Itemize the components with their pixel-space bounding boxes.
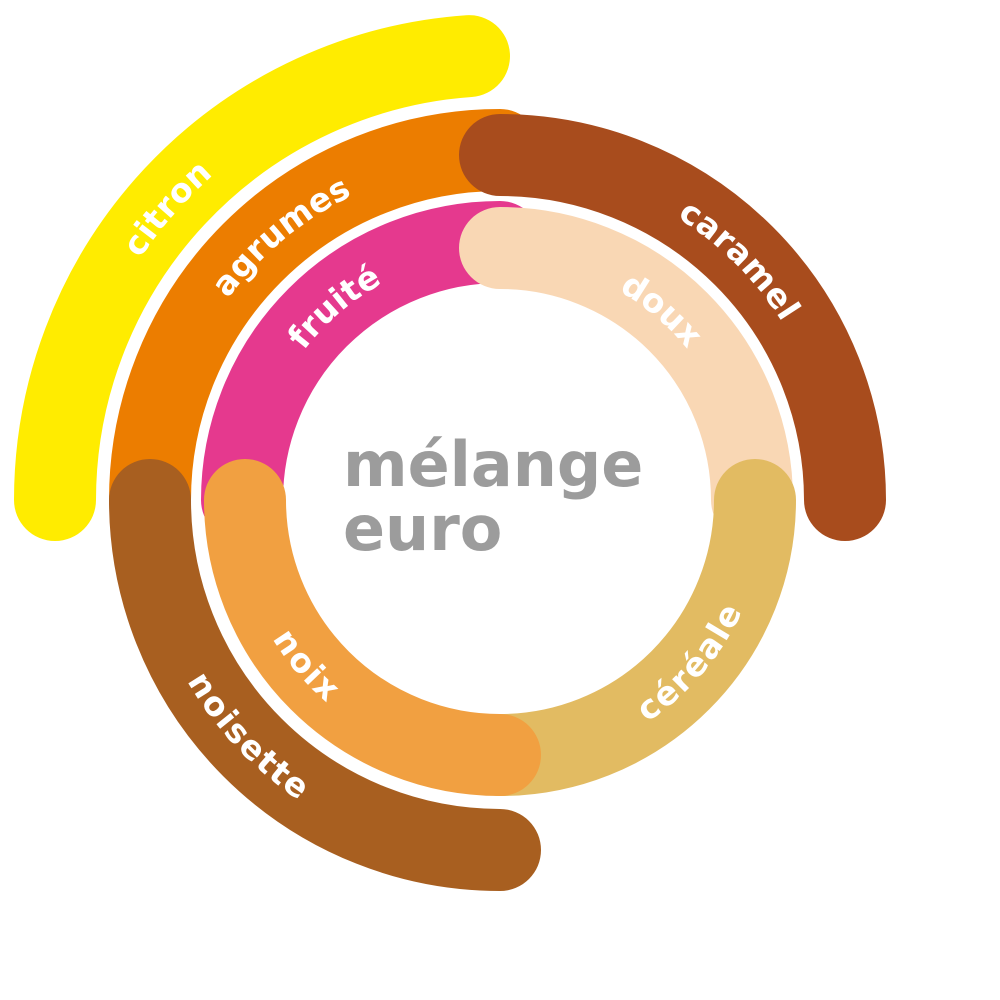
center-title-line-2: euro <box>343 492 502 565</box>
segment-cereale: céréale <box>459 459 796 796</box>
arc-noix <box>204 459 541 796</box>
arc-cereale <box>459 459 796 796</box>
segment-noix: noix <box>204 459 541 796</box>
center-title: mélange euro <box>343 428 643 565</box>
arc-citron <box>14 15 510 541</box>
arc-noisette <box>109 459 541 891</box>
arc-agrumes <box>109 109 541 541</box>
arc-caramel <box>459 114 886 541</box>
arc-doux <box>459 207 793 541</box>
arc-fruite <box>201 201 541 541</box>
center-title-line-1: mélange <box>343 428 643 501</box>
